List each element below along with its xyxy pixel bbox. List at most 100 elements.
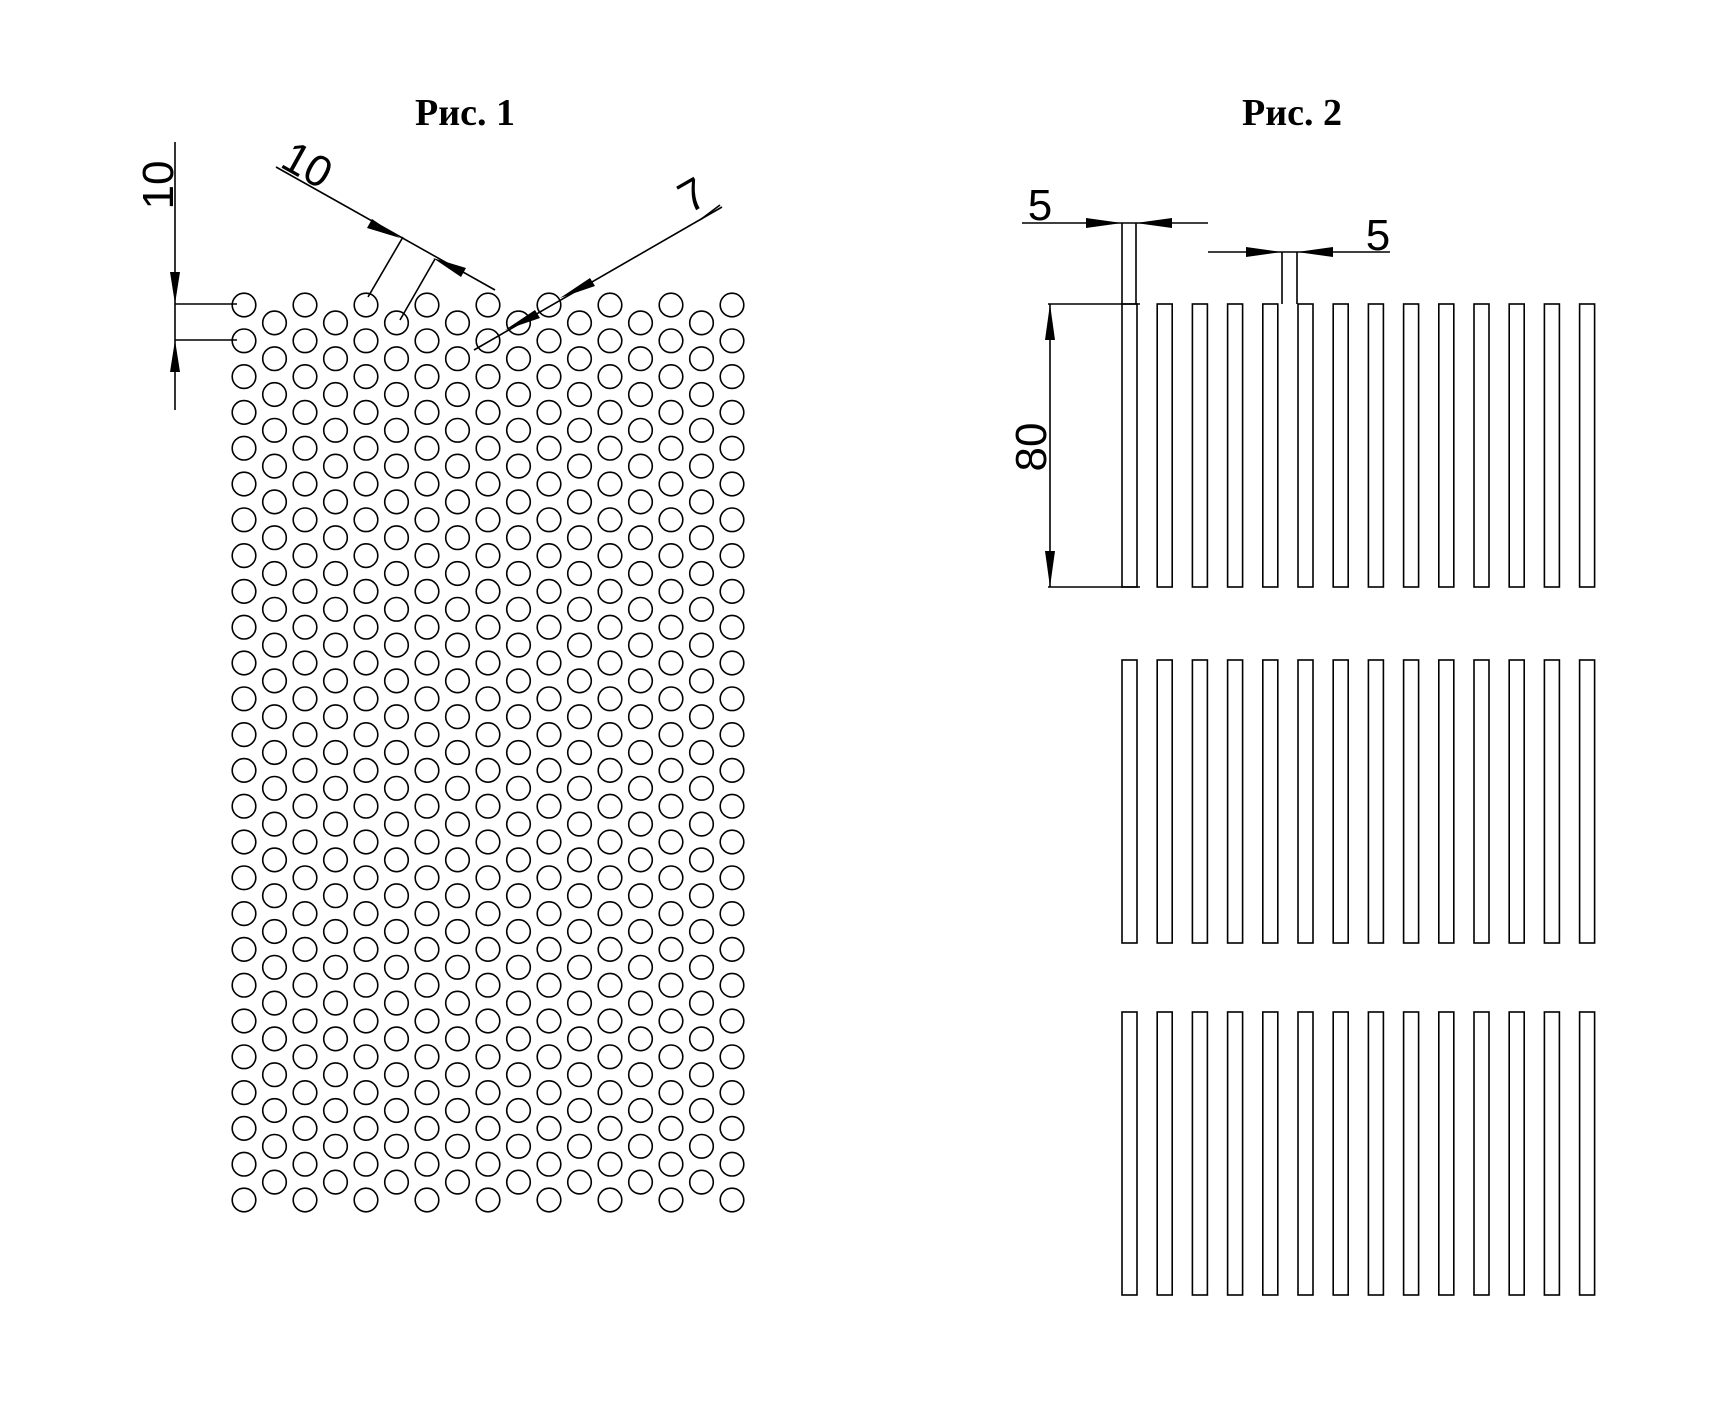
hole: [688, 525, 715, 551]
hole: [261, 1097, 288, 1124]
hole: [566, 990, 593, 1016]
hole: [414, 471, 440, 497]
hole: [566, 1097, 593, 1124]
slot: [1332, 303, 1349, 588]
hole: [444, 739, 471, 766]
hole: [719, 1044, 745, 1070]
hole: [322, 883, 349, 909]
hole: [414, 1187, 440, 1213]
hole: [688, 847, 715, 873]
hole: [414, 972, 440, 998]
dimension-slot-gap: 5: [1208, 211, 1390, 304]
figure-2-title: Рис. 2: [1242, 92, 1342, 134]
hole: [261, 453, 288, 479]
hole: [444, 1097, 471, 1124]
hole: [597, 865, 623, 891]
hole: [353, 614, 379, 640]
hole: [566, 847, 593, 873]
hole: [414, 936, 440, 963]
hole: [536, 1187, 562, 1213]
hole: [597, 364, 623, 390]
hole: [566, 954, 593, 980]
hole: [536, 542, 562, 569]
hole: [627, 883, 654, 909]
hole: [444, 417, 471, 443]
hole: [505, 990, 532, 1016]
hole: [658, 614, 684, 640]
hole: [414, 686, 440, 712]
hole: [383, 1097, 410, 1124]
hole: [261, 775, 288, 801]
hole: [292, 1151, 318, 1177]
hole: [505, 668, 532, 694]
hole: [627, 489, 654, 515]
figure-1-title: Рис. 1: [415, 92, 515, 134]
hole: [688, 918, 715, 945]
slot: [1438, 303, 1455, 588]
hole: [261, 739, 288, 766]
hole: [536, 364, 562, 390]
hole: [505, 954, 532, 980]
hole: [444, 1026, 471, 1052]
hole: [261, 596, 288, 622]
hole: [414, 793, 440, 819]
hole: [414, 1115, 440, 1141]
hole: [444, 381, 471, 408]
slot: [1297, 659, 1314, 944]
figure-2: Рис. 2 5 5 80: [1007, 92, 1596, 1296]
hole: [688, 417, 715, 443]
hole: [536, 936, 562, 963]
hole: [231, 578, 257, 605]
hole: [444, 1062, 471, 1088]
hole: [658, 865, 684, 891]
hole: [261, 704, 288, 730]
hole: [353, 936, 379, 963]
slot: [1262, 659, 1279, 944]
hole: [566, 525, 593, 551]
hole: [353, 1008, 379, 1034]
slot: [1226, 1011, 1244, 1296]
hole: [719, 435, 745, 461]
hole: [688, 1097, 715, 1124]
hole: [688, 346, 715, 372]
hole: [322, 381, 349, 408]
slot: [1156, 303, 1173, 588]
hole: [261, 310, 288, 336]
hole: [444, 310, 471, 336]
hole: [505, 1062, 532, 1088]
hole: [231, 1187, 257, 1213]
hole: [322, 1062, 349, 1088]
hole: [536, 614, 562, 640]
hole: [322, 1133, 349, 1159]
hole: [688, 1133, 715, 1159]
hole: [231, 542, 257, 569]
hole: [475, 328, 501, 354]
hole: [292, 1187, 318, 1213]
dimension-slot-length-label: 80: [1007, 423, 1056, 472]
hole: [719, 1008, 745, 1034]
hole: [353, 328, 379, 354]
slot: [1226, 303, 1244, 588]
hole: [322, 489, 349, 515]
hole: [444, 1169, 471, 1195]
hole: [383, 1062, 410, 1088]
slot: [1262, 1011, 1279, 1296]
hole: [719, 292, 745, 318]
hole: [719, 614, 745, 640]
hole: [658, 1044, 684, 1070]
hole: [475, 721, 501, 748]
hole: [444, 525, 471, 551]
hole: [444, 990, 471, 1016]
hole: [231, 650, 257, 676]
hole: [566, 704, 593, 730]
hole: [292, 507, 318, 533]
hole: [719, 542, 745, 569]
hole: [444, 560, 471, 587]
slot: [1191, 659, 1209, 944]
hole: [658, 578, 684, 605]
slot: [1578, 1011, 1596, 1296]
hole: [505, 811, 532, 837]
slot: [1578, 659, 1596, 944]
hole: [261, 847, 288, 873]
hole: [627, 704, 654, 730]
